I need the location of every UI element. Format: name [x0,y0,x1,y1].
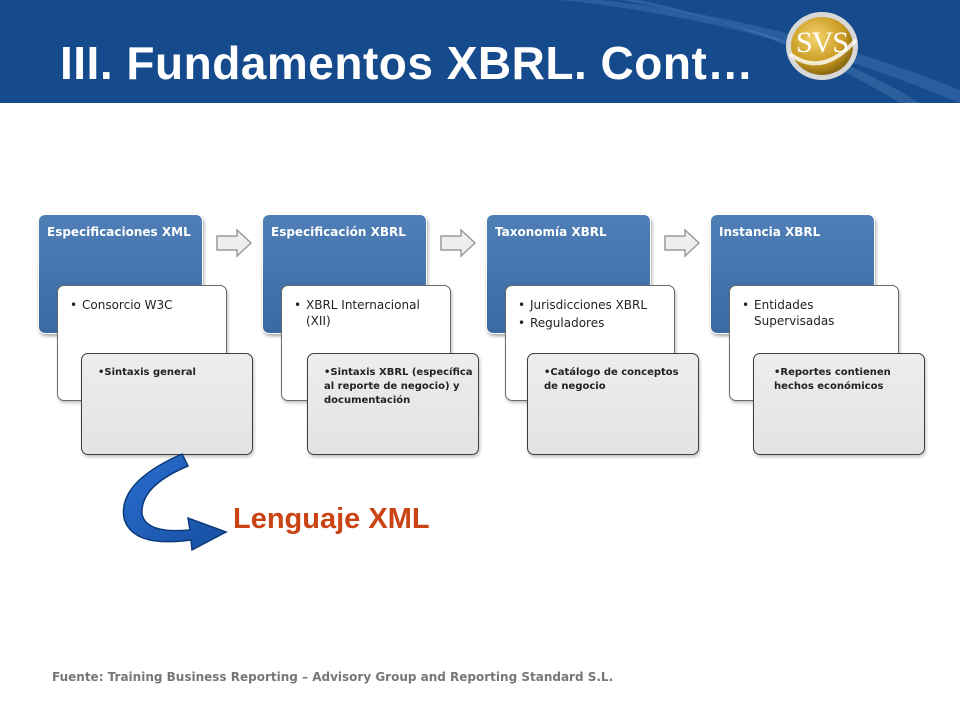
stage-label: Taxonomía XBRL [495,225,607,239]
right-arrow-icon [664,228,701,258]
stage-detail-text: •Sintaxis XBRL (específica al reporte de… [324,367,473,406]
stage-label: Instancia XBRL [719,225,821,239]
stage-detail-text: •Sintaxis general [98,367,196,378]
list-item: Jurisdicciones XBRL [518,297,647,313]
svs-logo-text: SVS [795,26,849,59]
stage-organization-list: XBRL Internacional (XII) [294,297,444,331]
right-arrow-icon [216,228,253,258]
lenguaje-xml-callout: Lenguaje XML [233,503,430,535]
stage-detail-box: •Catálogo de conceptos de negocio [527,353,699,455]
list-item: XBRL Internacional (XII) [294,297,444,329]
slide-title: III. Fundamentos XBRL. Cont… [60,37,754,89]
stage-label: Especificaciones XML [47,225,191,239]
list-item: Reguladores [518,315,647,331]
stage-detail-box: •Reportes contienen hechos económicos [753,353,925,455]
stage-organization-list: Consorcio W3C [70,297,173,315]
stage-organization-list: Entidades Supervisadas [742,297,862,331]
stage-detail-box: •Sintaxis XBRL (específica al reporte de… [307,353,479,455]
stage-label: Especificación XBRL [271,225,406,239]
list-item: Consorcio W3C [70,297,173,313]
stage-detail-box: •Sintaxis general [81,353,253,455]
svs-logo-icon [786,12,858,80]
list-item: Entidades Supervisadas [742,297,862,329]
stage-detail-text: •Catálogo de conceptos de negocio [544,367,679,392]
stage-organization-list: Jurisdicciones XBRL Reguladores [518,297,647,333]
source-footer: Fuente: Training Business Reporting – Ad… [52,670,614,684]
curved-arrow-icon [122,453,228,552]
slide-header: III. Fundamentos XBRL. Cont… SVS [0,0,960,103]
header-swoosh-decoration [560,0,960,103]
stage-detail-text: •Reportes contienen hechos económicos [774,367,891,392]
right-arrow-icon [440,228,477,258]
